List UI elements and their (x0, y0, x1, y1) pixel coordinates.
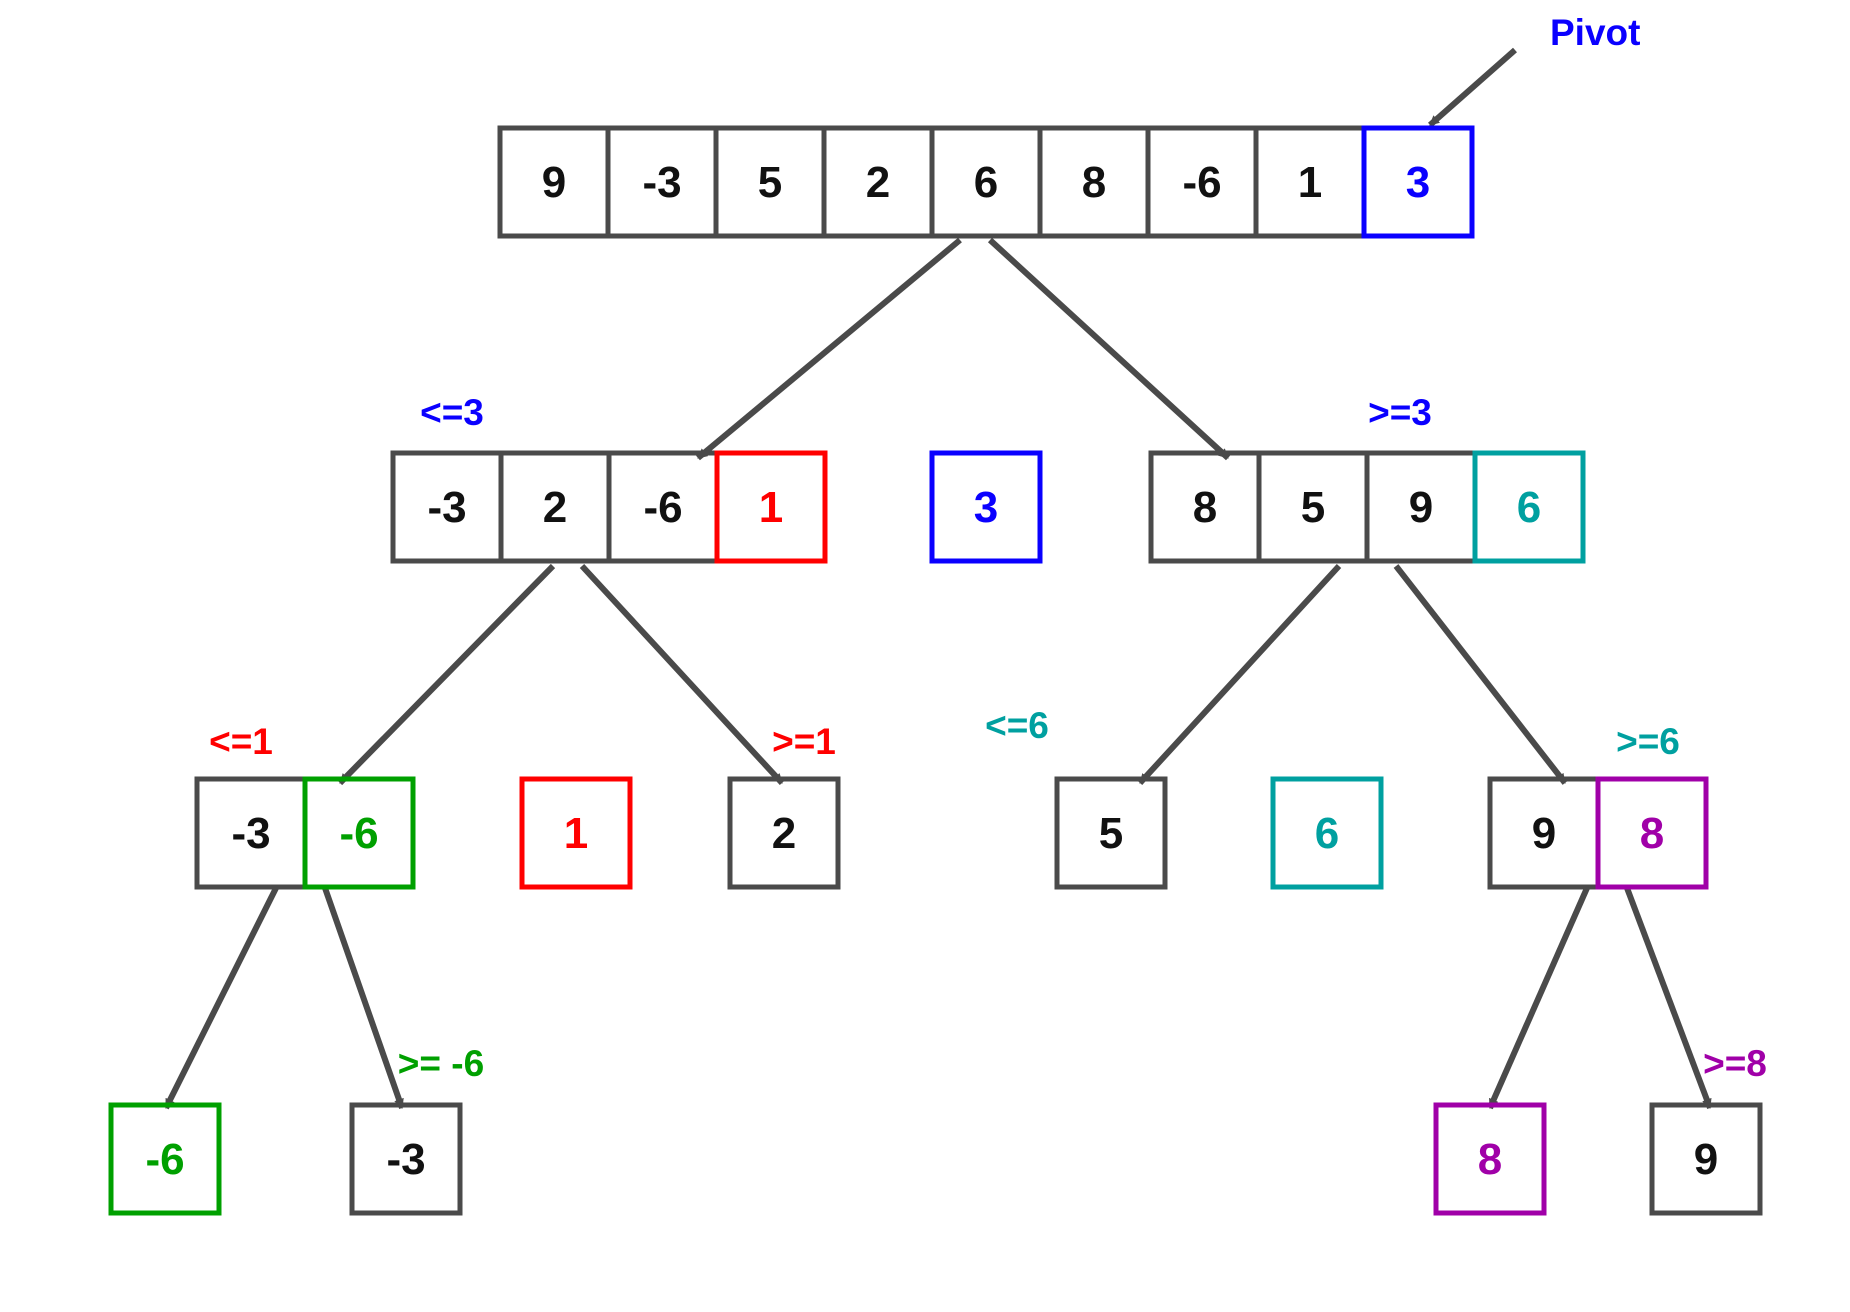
array-left-3a: -6 (108, 1102, 222, 1216)
partition-label: >=1 (772, 721, 836, 762)
cell-value: 6 (1517, 483, 1541, 532)
array-cell (1595, 776, 1709, 890)
array-pivot-3: 3 (929, 450, 1043, 564)
array-cell (1361, 125, 1475, 239)
array-cell (1472, 450, 1586, 564)
partition-label: <=6 (985, 705, 1049, 746)
cell-value: 6 (1315, 809, 1339, 858)
cell-value: 9 (542, 158, 566, 207)
cell-value: 9 (1532, 809, 1556, 858)
cell-value: 8 (1082, 158, 1106, 207)
edge-root-left (696, 237, 962, 461)
array-pivot-6: 6 (1270, 776, 1384, 890)
cell-value: -3 (642, 158, 681, 207)
cell-value: -3 (231, 809, 270, 858)
array-cell (1270, 776, 1384, 890)
cell-value: 8 (1193, 483, 1217, 532)
array-right-2a: 5 (1054, 776, 1168, 890)
edge-pivot-pointer (1428, 47, 1517, 128)
array-right-3b: 9 (1649, 1102, 1763, 1216)
array-left-2a: -3 -6 (194, 776, 416, 890)
array-cell (929, 450, 1043, 564)
array-pivot-1: 1 (519, 776, 633, 890)
cell-value: 1 (564, 809, 588, 858)
cell-value: 5 (758, 158, 782, 207)
array-cell (727, 776, 841, 890)
array-left-3b: -3 (349, 1102, 463, 1216)
edge-left1-b (579, 563, 785, 786)
cell-value: 2 (866, 158, 890, 207)
cell-value: 8 (1640, 809, 1664, 858)
edge-root-right (987, 237, 1231, 461)
partition-label: <=3 (420, 392, 484, 433)
partition-label: >=3 (1368, 392, 1432, 433)
cell-value: 5 (1099, 809, 1123, 858)
partition-label: >=6 (1616, 721, 1680, 762)
partition-label: <=1 (209, 721, 273, 762)
partition-label: >=8 (1703, 1043, 1767, 1084)
cell-value: 6 (974, 158, 998, 207)
edge-left2a-b (322, 887, 405, 1109)
cell-value: -3 (386, 1135, 425, 1184)
array-cell (349, 1102, 463, 1216)
cell-value: 2 (543, 483, 567, 532)
cell-value: -6 (145, 1135, 184, 1184)
array-cell (1054, 776, 1168, 890)
array-cell (108, 1102, 222, 1216)
array-right-3a: 8 (1433, 1102, 1547, 1216)
cell-value: 8 (1478, 1135, 1502, 1184)
array-cell (519, 776, 633, 890)
edge-right1-a (1137, 563, 1342, 786)
cell-value: 1 (759, 483, 783, 532)
cell-value: 3 (1406, 158, 1430, 207)
cell-value: 5 (1301, 483, 1325, 532)
array-cell (1649, 1102, 1763, 1216)
array-cell (1433, 1102, 1547, 1216)
pivot-label: Pivot (1550, 12, 1640, 53)
array-right-1: 8 5 9 6 (1148, 450, 1586, 564)
cell-value: -6 (643, 483, 682, 532)
cell-value: 1 (1298, 158, 1322, 207)
array-left-1: -3 2 -6 1 (390, 450, 828, 564)
cell-value: -6 (1182, 158, 1221, 207)
partition-label: >= -6 (398, 1043, 484, 1084)
edge-right2b-b (1624, 886, 1713, 1110)
edge-left1-a (337, 563, 556, 786)
array-cell (714, 450, 828, 564)
array-left-2b: 2 (727, 776, 841, 890)
array-root: 9 -3 5 2 6 8 -6 1 3 (497, 125, 1475, 239)
cell-value: 3 (974, 483, 998, 532)
array-cell (302, 776, 416, 890)
edge-right2b-a (1487, 886, 1590, 1110)
cell-value: 2 (772, 809, 796, 858)
edge-left2a-a (163, 886, 279, 1110)
cell-value: 9 (1694, 1135, 1718, 1184)
cell-value: -6 (339, 809, 378, 858)
edge-right1-b (1393, 564, 1568, 785)
cell-value: -3 (427, 483, 466, 532)
cell-value: 9 (1409, 483, 1433, 532)
